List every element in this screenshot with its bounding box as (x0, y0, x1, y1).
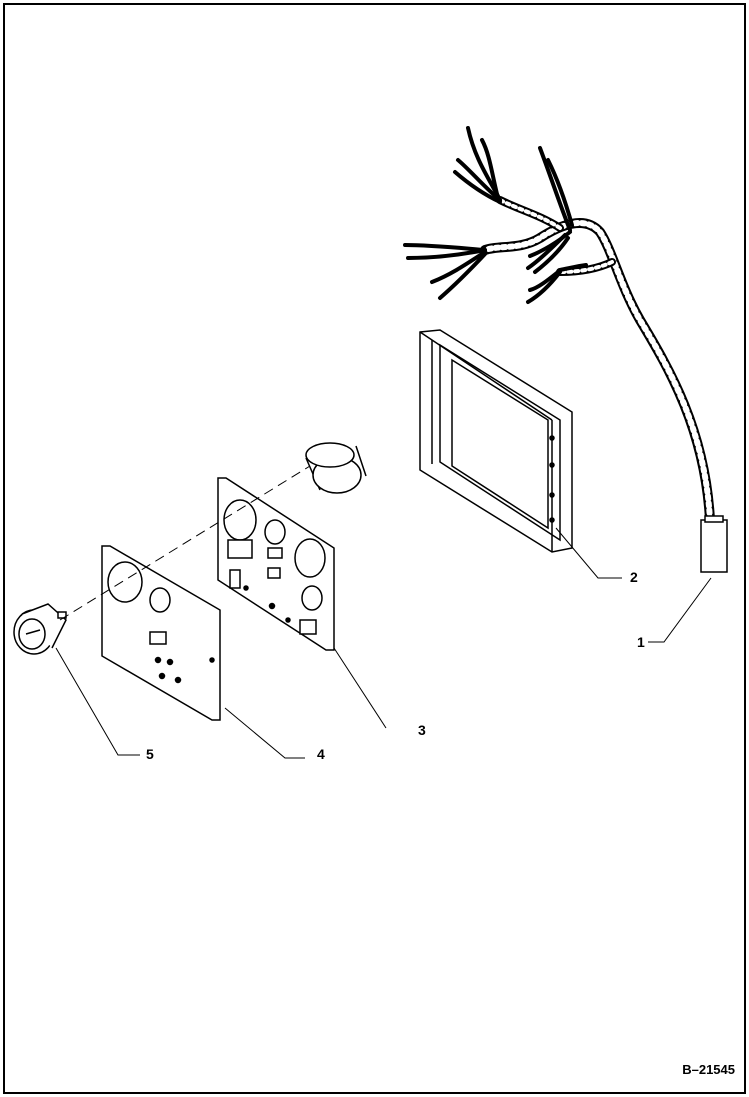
callout-4: 4 (317, 746, 325, 762)
gauge (13, 603, 67, 655)
leader-lines (55, 527, 712, 759)
page-border (3, 3, 746, 1094)
alignment-line (59, 465, 311, 621)
gauge-panel (217, 477, 335, 651)
callout-2: 2 (630, 569, 638, 585)
callout-1: 1 (637, 634, 645, 650)
cover-plate (101, 545, 221, 721)
callout-3: 3 (418, 722, 426, 738)
gauge-ring (305, 442, 367, 494)
panel-frame (419, 329, 573, 553)
figure-id: B–21545 (682, 1062, 735, 1077)
wire-harness (403, 126, 715, 525)
harness-connector (700, 515, 728, 573)
callout-5: 5 (146, 746, 154, 762)
